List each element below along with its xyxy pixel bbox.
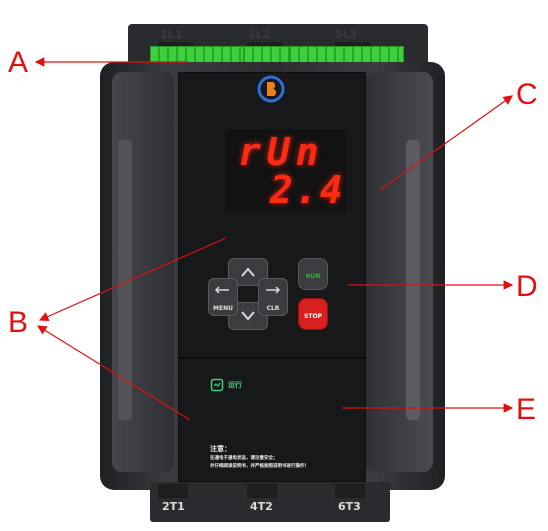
callout-a: A [8, 46, 29, 79]
run-button[interactable]: RUN [298, 258, 328, 290]
right-vent [406, 140, 420, 420]
run-status-icon [210, 378, 224, 392]
callout-b: B [8, 306, 29, 339]
callout-b-line-2 [36, 325, 191, 421]
arrow-right-icon [266, 286, 281, 294]
callout-d: D [516, 270, 538, 303]
run-status-label: 运行 [228, 381, 242, 389]
terminal-label-5l3: 5L3 [335, 28, 358, 41]
chevron-up-icon [241, 267, 255, 277]
bottom-screw-2 [247, 484, 277, 498]
run-button-label: RUN [305, 273, 321, 280]
callout-b-line-1 [38, 237, 227, 322]
lower-cover [178, 358, 366, 482]
display-line-1: rUn [238, 130, 325, 174]
arrow-left-icon [214, 286, 229, 294]
terminal-label-3l2: 3L2 [248, 28, 271, 41]
terminal-label-2t1: 2T1 [162, 500, 185, 513]
bottom-screw-3 [335, 484, 365, 498]
terminal-label-6t3: 6T3 [338, 500, 361, 513]
stop-button-label: STOP [304, 313, 322, 320]
led-display [226, 130, 346, 212]
right-side-panel [365, 72, 433, 472]
bottom-screw-1 [158, 484, 188, 498]
callout-c: C [516, 78, 538, 111]
terminal-label-4t2: 4T2 [250, 500, 273, 513]
left-vent [118, 140, 132, 420]
callout-c-line [379, 95, 513, 191]
notice-title: 注意： [210, 445, 231, 453]
menu-button[interactable]: MENU [208, 278, 238, 316]
chevron-down-icon [241, 311, 255, 321]
notice-line-1: 在通电于通电状态，请注意安全； [210, 456, 278, 461]
notice-line-2: 并仔细阅读说明书，并严格按照说明书进行操作！ [210, 464, 309, 469]
display-line-2: 2.4 [270, 168, 345, 212]
clr-button[interactable]: CLR [258, 278, 288, 316]
brand-logo-icon [257, 75, 285, 103]
clr-button-label: CLR [266, 305, 280, 312]
menu-button-label: MENU [213, 305, 233, 312]
stop-button[interactable]: STOP [298, 298, 328, 330]
terminal-label-1l1: 1L1 [160, 28, 183, 41]
callout-e: E [516, 393, 537, 426]
